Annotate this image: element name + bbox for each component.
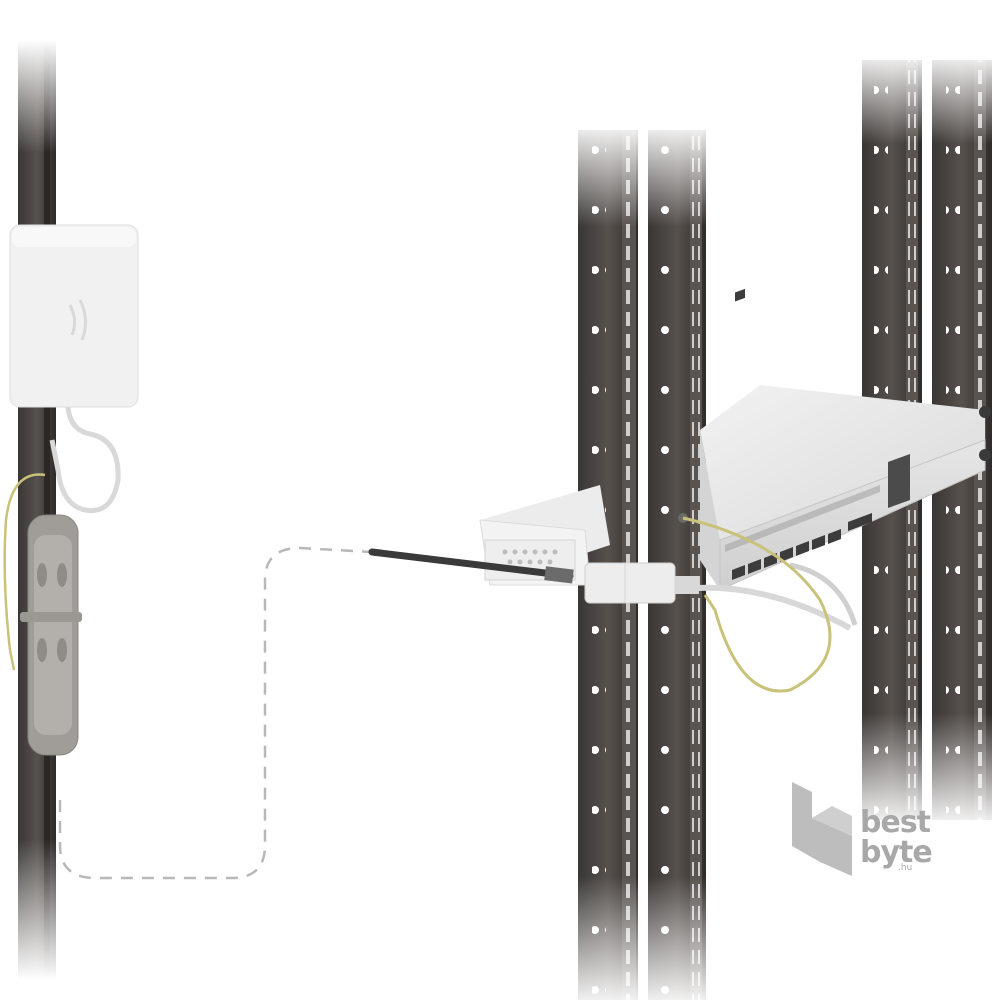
wall-antenna: [9, 224, 139, 408]
rj45-plug: [544, 566, 574, 584]
yellow-cable: [682, 516, 832, 693]
rack-switch-device: [678, 288, 991, 591]
poe-injector: [584, 562, 699, 604]
black-cable: [368, 548, 574, 580]
bestbyte-logo-icon: [792, 782, 852, 876]
watermark-byte-text: byte: [860, 835, 933, 870]
grey-cable-2: [789, 562, 858, 626]
ground-wire: [3, 473, 46, 671]
rack-rail-middle: [570, 120, 715, 1000]
left-pole: [10, 40, 70, 980]
antenna-cable-loop: [49, 406, 121, 514]
watermark-best-text: best: [860, 805, 931, 840]
surge-protector: [20, 514, 82, 756]
watermark-domain-text: .hu: [898, 863, 913, 873]
dashed-cable-path: [58, 546, 373, 880]
grey-cable: [697, 584, 852, 631]
switch-ports: [732, 288, 872, 580]
